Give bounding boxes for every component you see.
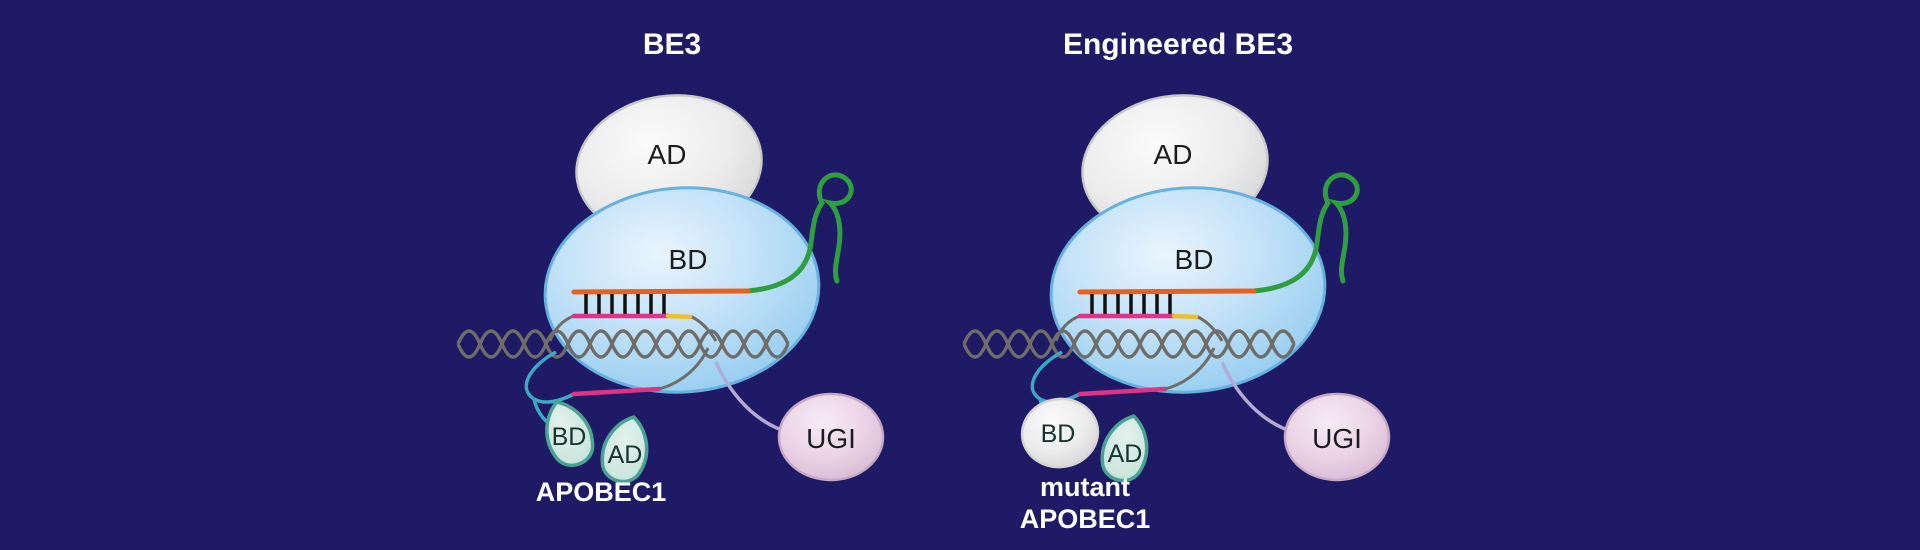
mutant-bd-label: BD bbox=[1041, 420, 1076, 448]
dna-helix-strand-b bbox=[962, 329, 1296, 359]
strand-joint-left bbox=[548, 314, 575, 342]
strand-joint-right bbox=[691, 315, 718, 342]
ad-domain-label: AD bbox=[648, 139, 687, 170]
basepair-ticks bbox=[1090, 294, 1172, 315]
ugi-shape bbox=[1283, 392, 1391, 482]
guide-rna-line bbox=[571, 288, 751, 295]
apobec-ad-leaf bbox=[1100, 414, 1149, 483]
apobec-ad-label: AD bbox=[1108, 440, 1143, 468]
dna-helix-strand-a bbox=[456, 329, 790, 359]
edited-strand-magenta bbox=[571, 386, 662, 397]
strand-joint-left bbox=[1054, 314, 1081, 342]
dna-helix-strand-b bbox=[456, 329, 790, 359]
apobec-ad-label: AD bbox=[608, 441, 643, 469]
bd-domain-label: BD bbox=[1175, 244, 1214, 275]
apobec-bd-leaf bbox=[545, 400, 595, 467]
basepair-ticks bbox=[584, 294, 666, 315]
displaced-strand-cyan bbox=[524, 350, 575, 404]
ugi-shape bbox=[777, 392, 885, 482]
sgrna-scaffold bbox=[1251, 172, 1360, 294]
strand-return-gray bbox=[1164, 347, 1216, 391]
be3-apobec: BD AD APOBEC1 bbox=[536, 400, 667, 507]
engineered-complex: AD BD UGI bbox=[962, 94, 1391, 482]
ugi-label: UGI bbox=[1312, 423, 1362, 454]
pam-segment-yellow bbox=[1171, 313, 1201, 320]
engineered-apobec: BD AD mutant APOBEC1 bbox=[1020, 397, 1151, 534]
apobec-mutant-label: mutant bbox=[1040, 472, 1130, 502]
apobec-bd-label: BD bbox=[552, 423, 587, 451]
pam-segment-yellow bbox=[665, 313, 695, 320]
sgrna-scaffold bbox=[745, 172, 854, 294]
panel-title-be3: BE3 bbox=[643, 28, 701, 61]
dna-helix-strand-a bbox=[962, 329, 1296, 359]
apobec-name-label: APOBEC1 bbox=[1020, 504, 1151, 534]
mutant-bd-oval bbox=[1020, 397, 1100, 469]
apobec-ad-leaf bbox=[600, 415, 649, 484]
guide-rna-line bbox=[1077, 288, 1257, 295]
bd-domain-label: BD bbox=[669, 244, 708, 275]
ad-domain-label: AD bbox=[1154, 139, 1193, 170]
panel-title-engineered: Engineered BE3 bbox=[1063, 28, 1293, 61]
strand-return-gray bbox=[658, 347, 710, 391]
strand-joint-right bbox=[1197, 315, 1224, 342]
be3-complex: AD BD UGI bbox=[456, 94, 885, 482]
ugi-label: UGI bbox=[806, 423, 856, 454]
apobec-name-label: APOBEC1 bbox=[536, 477, 667, 507]
edited-strand-magenta bbox=[1077, 386, 1168, 397]
